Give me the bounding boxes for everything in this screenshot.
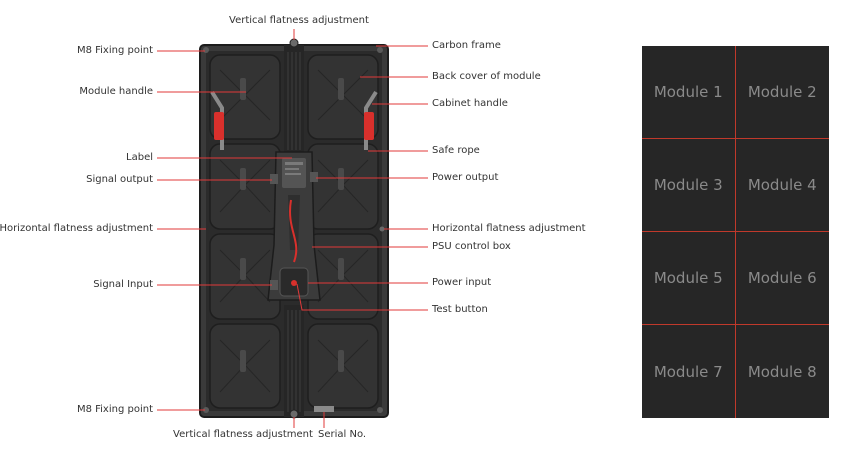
label-m8-fixing-bottom: M8 Fixing point	[76, 404, 153, 415]
led-cabinet	[199, 38, 389, 419]
fixing-point-bottom-left	[203, 407, 209, 413]
label-vertical-flatness-top: Vertical flatness adjustment	[229, 15, 369, 26]
label-carbon-frame: Carbon frame	[432, 40, 501, 51]
label-horizontal-flatness-right: Horizontal flatness adjustment	[432, 223, 586, 234]
label-serial-no: Serial No.	[318, 429, 367, 440]
label-cabinet-handle: Cabinet handle	[432, 98, 508, 109]
label-m8-fixing-top: M8 Fixing point	[76, 45, 153, 56]
label-back-cover: Back cover of module	[432, 71, 541, 82]
vertical-adjust-bottom	[289, 409, 299, 419]
module-cell: Module 8	[747, 362, 817, 381]
fixing-point-top-left	[203, 47, 209, 53]
vertical-adjust-top	[289, 38, 299, 48]
module-handles	[240, 78, 344, 372]
label-horizontal-flatness-left: Horizontal flatness adjustment	[0, 223, 153, 234]
cabinet-handles	[210, 90, 378, 150]
module-cell: Module 6	[735, 232, 829, 325]
module-cell: Module 4	[735, 139, 829, 232]
label-test-button: Test button	[432, 304, 488, 315]
fixing-point-bottom-right	[377, 407, 383, 413]
signal-output-port	[270, 174, 278, 184]
label-power-input: Power input	[432, 277, 492, 288]
label-label: Label	[126, 152, 153, 163]
module-cell: Module 7	[642, 325, 736, 418]
fixing-point-top-right	[377, 47, 383, 53]
label-power-output: Power output	[432, 172, 499, 183]
module-layout-grid: Module 1 Module 2 Module 3 Module 4 Modu…	[642, 46, 829, 418]
test-button	[291, 280, 297, 286]
leader-lines	[157, 29, 428, 428]
module-cell: Module 1	[642, 46, 736, 139]
module-cell: Module 2	[735, 46, 829, 139]
signal-input-port	[270, 280, 278, 290]
label-module-handle: Module handle	[79, 86, 153, 97]
horizontal-adjust-right	[379, 226, 385, 232]
label-signal-output: Signal output	[86, 174, 153, 185]
module-cell: Module 3	[642, 139, 736, 232]
center-spine-bottom	[284, 305, 304, 417]
label-safe-rope: Safe rope	[432, 145, 480, 156]
label-vertical-flatness-bottom: Vertical flatness adjustment	[173, 429, 313, 440]
serial-number-plate	[314, 406, 334, 412]
label-psu-control-box: PSU control box	[432, 241, 511, 252]
label-signal-input: Signal Input	[93, 279, 153, 290]
module-cell: Module 5	[642, 232, 736, 325]
power-output-port	[310, 172, 318, 182]
center-spine-top	[284, 45, 304, 153]
psu-control-box	[267, 151, 321, 301]
